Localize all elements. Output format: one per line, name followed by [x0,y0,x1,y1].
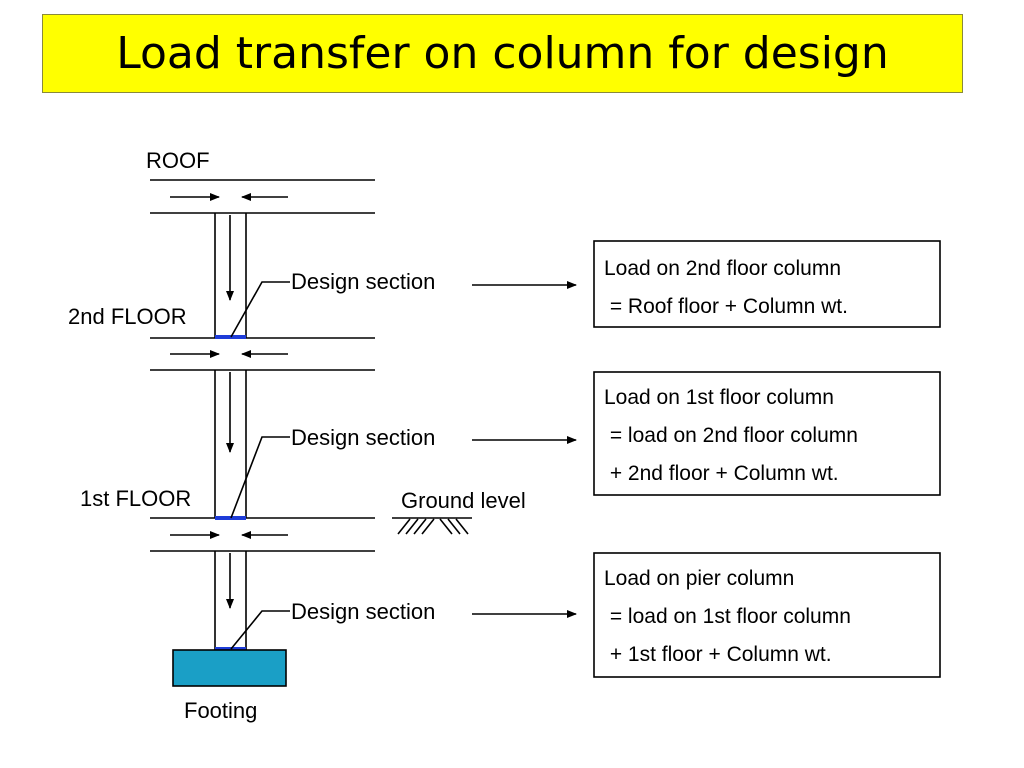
column-lower [214,551,247,650]
ground-hatch [392,517,472,535]
load-box-line: Load on pier column [604,567,794,590]
second-floor-slab [150,337,375,371]
load-box-pier-column: Load on pier column = load on 1st floor … [593,552,941,678]
load-box-line: Load on 1st floor column [604,386,834,409]
footing-label: Footing [184,698,257,723]
column-upper [214,213,247,338]
design-section-marker-upper [215,335,246,339]
first-floor-label: 1st FLOOR [80,486,191,511]
ground-level-label: Ground level [401,488,526,513]
design-section-leader-middle [230,436,290,519]
load-box-line: + 2nd floor + Column wt. [604,462,839,485]
load-box-first-floor: Load on 1st floor column = load on 2nd f… [593,371,941,496]
footing-block [172,649,287,687]
load-box-line: = load on 1st floor column [604,605,851,628]
load-box-line: Load on 2nd floor column [604,257,841,280]
second-floor-label: 2nd FLOOR [68,304,187,329]
roof-label: ROOF [146,148,210,173]
load-box-line: = Roof floor + Column wt. [604,295,848,318]
design-section-marker-lower [215,647,246,651]
design-section-label-lower: Design section [291,599,435,624]
load-box-second-floor: Load on 2nd floor column = Roof floor + … [593,240,941,328]
roof-slab [150,179,375,214]
design-section-label-upper: Design section [291,269,435,294]
design-section-marker-middle [215,516,246,520]
load-box-line: + 1st floor + Column wt. [604,643,832,666]
design-section-leader-upper [230,281,290,338]
first-floor-slab [150,517,375,552]
design-section-label-middle: Design section [291,425,435,450]
page-title: Load transfer on column for design [116,28,889,79]
load-box-line: = load on 2nd floor column [604,424,858,447]
design-section-leader-lower [230,610,290,650]
column-middle [214,370,247,518]
title-banner: Load transfer on column for design [42,14,963,93]
